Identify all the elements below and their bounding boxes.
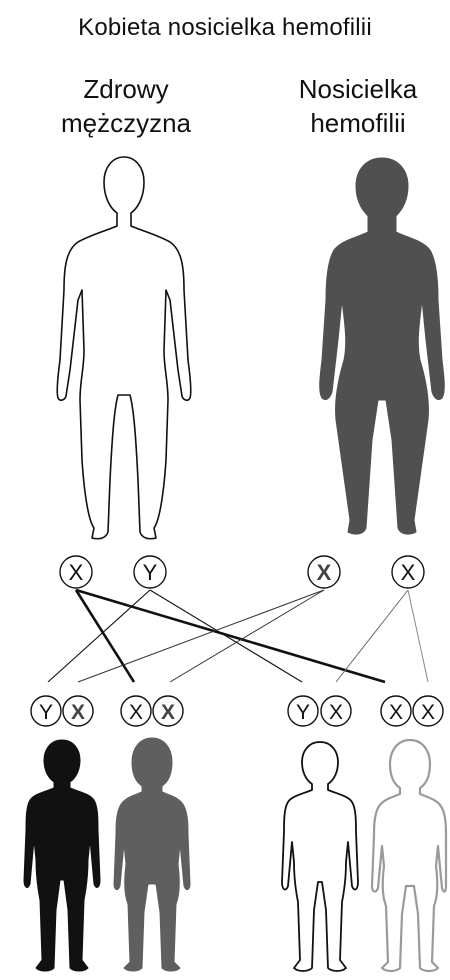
child3-chromosomes: Y X [288, 696, 351, 726]
mother-chromosome-x1-label: X [317, 560, 332, 585]
child1-chromosome-b: X [71, 701, 85, 724]
child4-chromosome-b: X [421, 701, 435, 724]
child2-chromosome-b: X [161, 701, 175, 724]
line-father-y-to-son1 [48, 590, 150, 682]
line-mother-x2-to-daughter2 [408, 590, 428, 682]
child3-chromosome-b: X [329, 701, 343, 724]
parent-chromosomes: X Y X X [60, 556, 424, 588]
child2-chromosome-a: X [129, 701, 143, 724]
line-father-y-to-son2 [150, 590, 302, 682]
child1-affected-boy-figure [24, 740, 100, 971]
father-figure [57, 157, 191, 539]
mother-figure [320, 158, 445, 534]
child4-chromosomes: X X [381, 696, 443, 726]
mother-chromosome-x-defective: X [308, 556, 340, 588]
child3-healthy-boy-figure [282, 742, 358, 971]
child3-chromosome-a: Y [296, 701, 310, 724]
child4-chromosome-a: X [389, 701, 403, 724]
line-mother-x1-to-son1 [78, 590, 324, 682]
inheritance-lines [48, 590, 428, 682]
child2-chromosomes: X X [121, 696, 183, 726]
father-chromosome-y-label: Y [143, 560, 158, 585]
line-mother-x2-to-son2 [336, 590, 408, 682]
mother-chromosome-x-normal: X [392, 556, 424, 588]
mother-chromosome-x2-label: X [401, 560, 416, 585]
line-mother-x1-to-daughter1 [170, 590, 324, 682]
father-chromosome-x: X [60, 556, 92, 588]
child4-healthy-girl-figure [372, 740, 446, 971]
child1-chromosome-a: Y [39, 701, 53, 724]
children-chromosomes: Y X X X Y X X X [31, 696, 443, 726]
child1-chromosomes: Y X [31, 696, 93, 726]
line-father-x-to-son2 [76, 590, 385, 682]
child2-carrier-girl-figure [114, 738, 190, 971]
father-chromosome-y: Y [134, 556, 166, 588]
father-chromosome-x-label: X [69, 560, 84, 585]
